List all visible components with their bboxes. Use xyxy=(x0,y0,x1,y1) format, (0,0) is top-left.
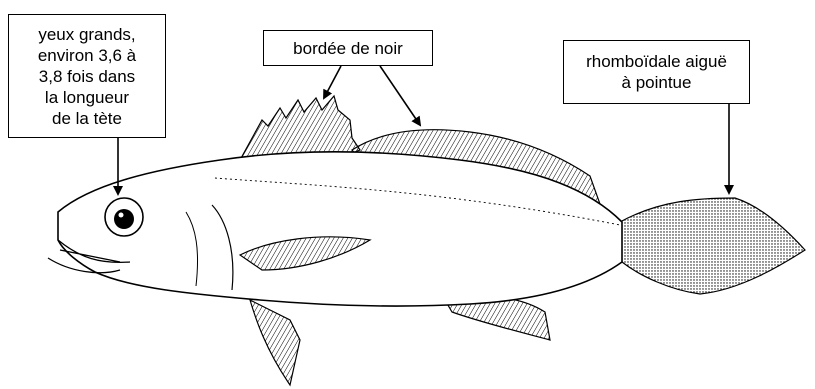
tail-annotation-text: rhomboïdale aiguë à pointue xyxy=(586,51,727,93)
fish-body xyxy=(58,152,622,306)
dorsal-fin-annotation-box: bordée de noir xyxy=(263,30,433,66)
arrow-fin-soft xyxy=(380,66,420,125)
pelvic-fin xyxy=(250,300,300,385)
eyes-annotation-box: yeux grands, environ 3,6 à 3,8 fois dans… xyxy=(8,14,166,138)
arrow-fin-spiny xyxy=(324,66,341,98)
eyes-annotation-text: yeux grands, environ 3,6 à 3,8 fois dans… xyxy=(38,24,136,129)
tail-fin xyxy=(620,198,805,294)
tail-annotation-box: rhomboïdale aiguë à pointue xyxy=(563,40,750,104)
pupil xyxy=(114,209,134,229)
dorsal-fin-annotation-text: bordée de noir xyxy=(293,38,403,59)
eye-highlight xyxy=(119,213,124,218)
